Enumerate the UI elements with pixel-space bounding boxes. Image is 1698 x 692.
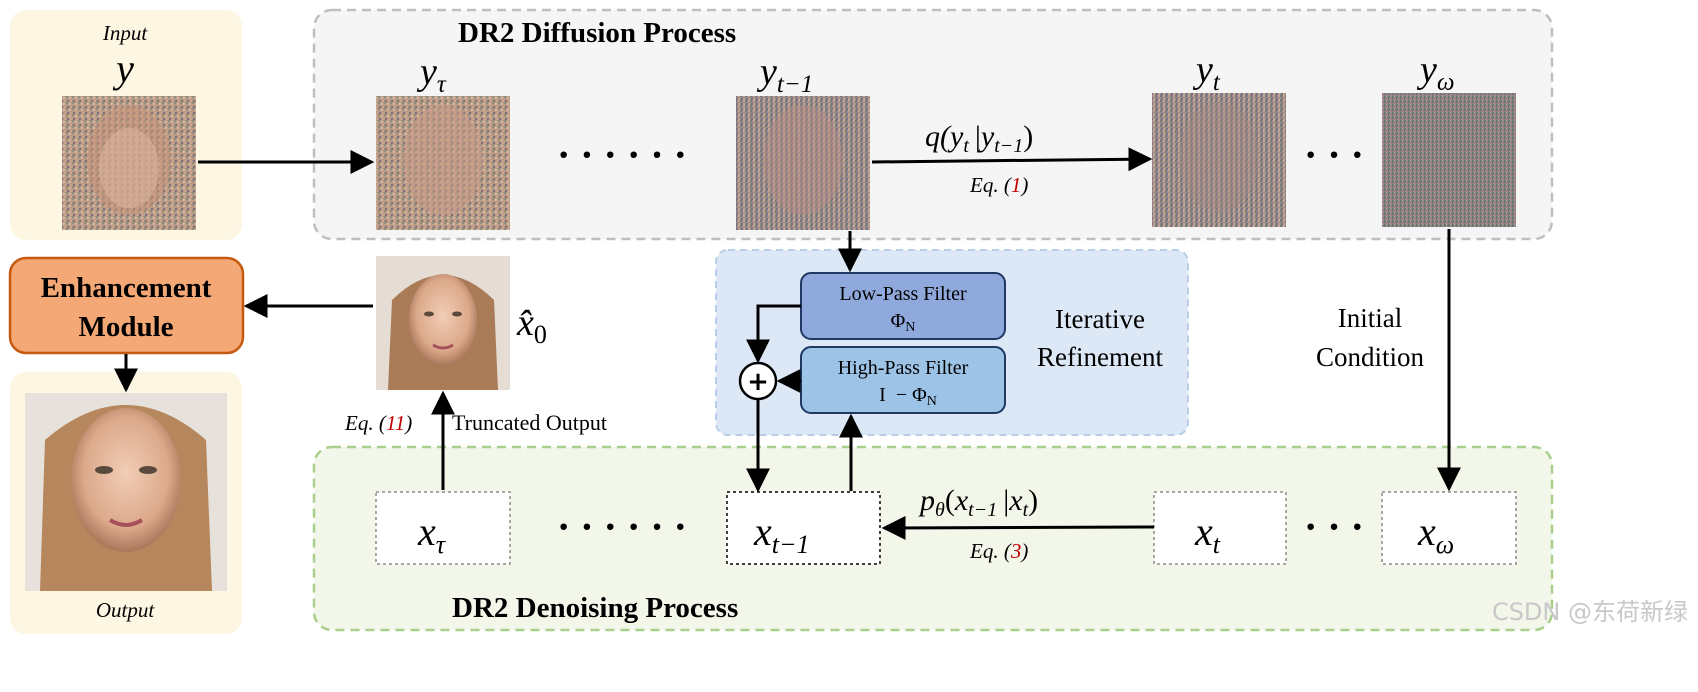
high-pass-filter-box: High-Pass Filter I − ΦN — [800, 346, 1006, 414]
watermark: CSDN @东荷新绿 — [1492, 598, 1688, 626]
y-tau-image — [376, 96, 510, 230]
y-tm1-image — [736, 96, 870, 230]
eq11-label: Eq. (11) — [344, 411, 412, 435]
denoising-ellipsis-short: · · · — [1304, 504, 1364, 549]
high-pass-line2: I − ΦN — [844, 384, 962, 410]
y-t-label: yt — [1192, 49, 1221, 96]
initial-condition-line2: Condition — [1316, 342, 1425, 372]
x-t-label: xt — [1194, 509, 1221, 559]
diffusion-ellipsis-long: · · · · · · — [557, 132, 687, 177]
high-pass-line1: High-Pass Filter — [838, 357, 969, 379]
x-hat-0-label: x̂0 — [516, 302, 547, 349]
x-tm1-label: xt−1 — [753, 509, 810, 559]
y-t-image — [1152, 93, 1286, 227]
y-omega-image — [1382, 93, 1516, 227]
input-degraded-image — [62, 96, 196, 230]
y-tm1-label: yt−1 — [756, 51, 813, 98]
enhancement-line2: Module — [78, 311, 173, 343]
sum-node: + — [738, 361, 778, 401]
iterative-refinement-line1: Iterative — [1055, 304, 1145, 334]
enhancement-module: Enhancement Module — [8, 256, 245, 355]
diffusion-title: DR2 Diffusion Process — [458, 17, 736, 49]
arrow-y-tm1-to-y-t — [871, 147, 1153, 172]
low-pass-line2: ΦN — [891, 310, 916, 335]
x-hat-0-image — [376, 256, 510, 390]
enhancement-line1: Enhancement — [41, 272, 212, 304]
output-face-image — [25, 393, 227, 591]
input-caption: Input — [102, 21, 148, 45]
x-omega-box — [1381, 491, 1517, 565]
iterative-refinement-line2: Refinement — [1037, 342, 1163, 372]
initial-condition-line1: Initial — [1338, 303, 1402, 333]
low-pass-line1: Low-Pass Filter — [839, 283, 967, 305]
arrow-x-t-to-x-tm1 — [881, 515, 1155, 540]
denoising-title: DR2 Denoising Process — [452, 592, 738, 624]
forward-transition-formula: q(yt|yt−1) — [925, 120, 1033, 157]
truncated-output-label: Truncated Output — [452, 410, 607, 435]
arrow-low-pass-to-sum — [746, 304, 801, 364]
x-t-box — [1153, 491, 1287, 565]
input-symbol: y — [112, 46, 134, 91]
arrows — [114, 147, 1461, 540]
x-tau-box — [375, 491, 511, 565]
output-caption: Output — [96, 598, 156, 622]
x-tau-label: xτ — [417, 509, 447, 559]
diffusion-ellipsis-short: · · · — [1304, 132, 1364, 177]
reverse-transition-formula: pθ(xt−1|xt) — [918, 484, 1038, 521]
x-tm1-box — [726, 491, 881, 565]
x-omega-label: xω — [1417, 509, 1454, 559]
y-tau-label: yτ — [416, 51, 447, 98]
eq3-label: Eq. (3) — [969, 539, 1028, 563]
y-omega-label: yω — [1416, 49, 1455, 96]
low-pass-filter-box: Low-Pass Filter ΦN — [800, 272, 1006, 340]
sum-plus: + — [747, 367, 769, 397]
denoising-ellipsis-long: · · · · · · — [557, 504, 687, 549]
eq1-label: Eq. (1) — [969, 173, 1028, 197]
